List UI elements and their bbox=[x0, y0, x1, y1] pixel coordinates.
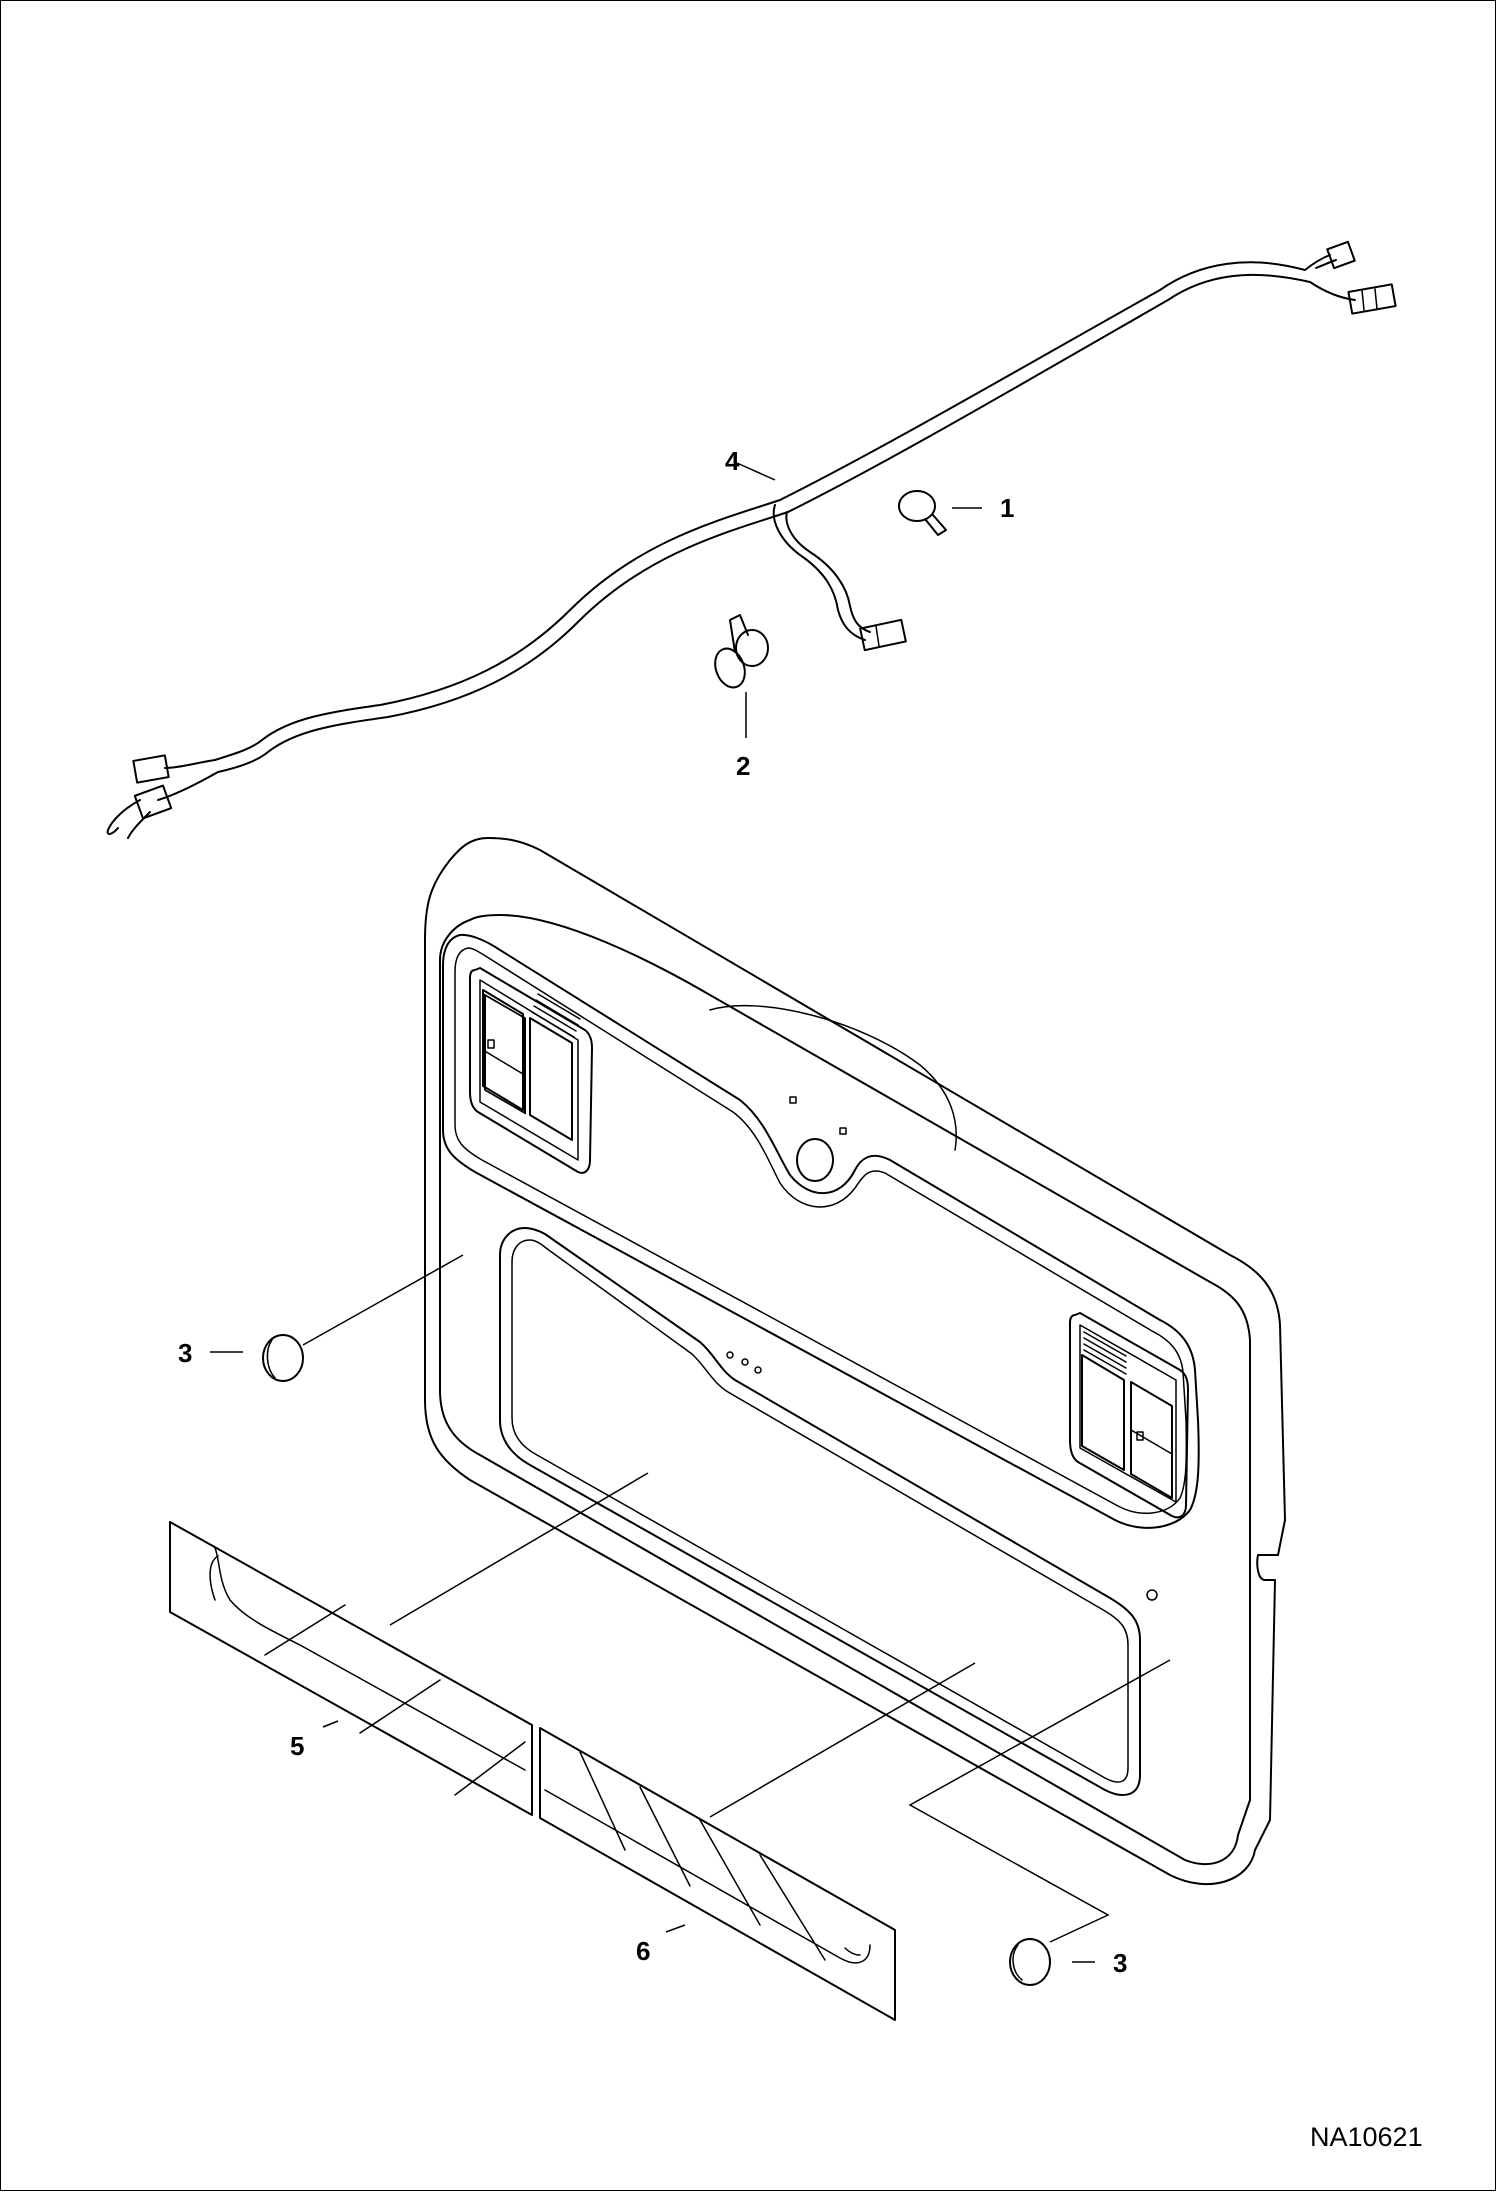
leader-lines bbox=[210, 462, 1171, 1963]
insert-panel-right bbox=[539, 1727, 896, 2021]
callout-3-left: 3 bbox=[178, 1338, 192, 1368]
insert-panel-left bbox=[169, 1521, 533, 1816]
callout-1: 1 bbox=[1000, 493, 1014, 523]
cable-tie-part bbox=[898, 490, 947, 536]
door-panel bbox=[424, 837, 1286, 1885]
drawing-number: NA10621 bbox=[1310, 2122, 1423, 2152]
plug-part-right bbox=[1009, 1938, 1051, 1986]
callout-4: 4 bbox=[725, 446, 740, 476]
plug-part-left bbox=[262, 1334, 304, 1382]
callout-2: 2 bbox=[736, 751, 750, 781]
callout-6: 6 bbox=[636, 1936, 650, 1966]
clamp-part bbox=[714, 614, 769, 689]
wire-harness bbox=[106, 240, 1397, 839]
callout-5: 5 bbox=[290, 1731, 304, 1761]
callout-3-right: 3 bbox=[1113, 1948, 1127, 1978]
